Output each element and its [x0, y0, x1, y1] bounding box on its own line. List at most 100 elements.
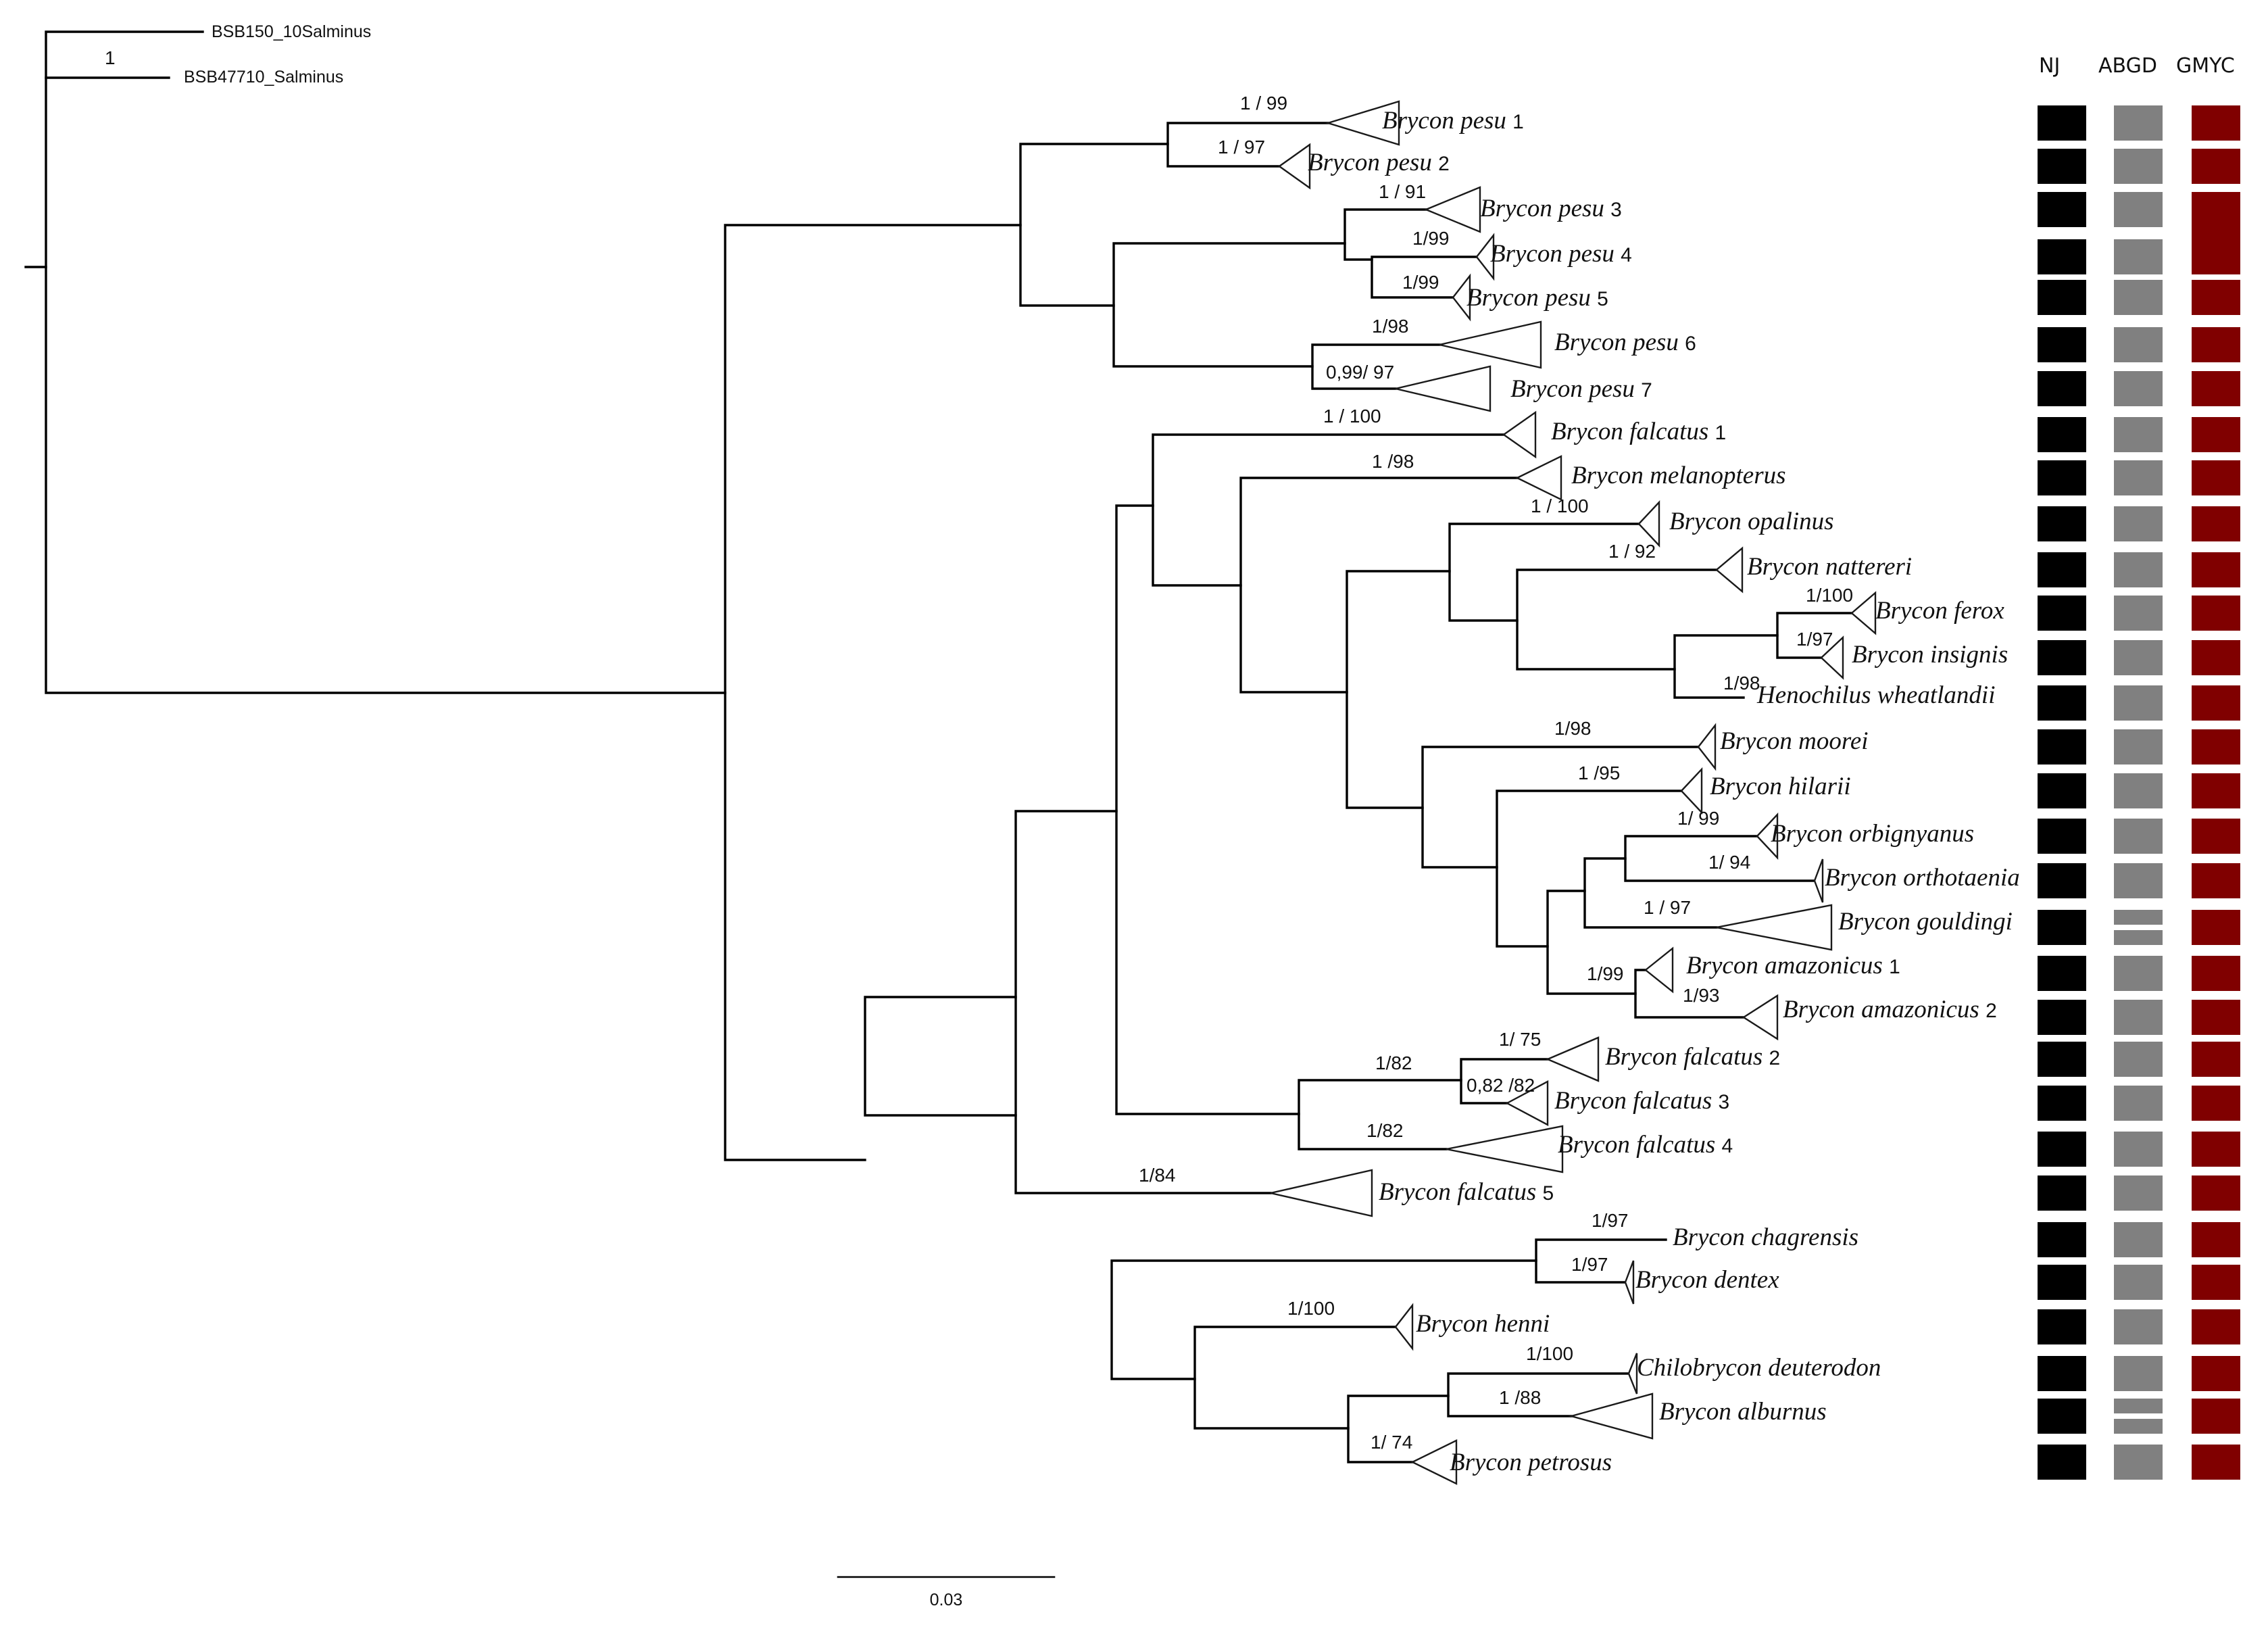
support-value: 1/100: [1806, 585, 1853, 606]
collapsed-clade-triangle: [1637, 500, 1660, 548]
nj-species-box: [2038, 1000, 2086, 1035]
tree-branches: [24, 30, 1853, 1463]
nattereri-group-branches: [1516, 568, 1718, 671]
abgd-species-box: [2114, 910, 2163, 925]
abgd-species-box: [2114, 417, 2163, 452]
abgd-species-box: [2114, 327, 2163, 362]
collapsed-clade-triangle: [1270, 1169, 1373, 1217]
gmyc-species-box: [2192, 506, 2240, 541]
ferox-insignis-branches: [1776, 612, 1853, 659]
nj-species-box: [2038, 280, 2086, 315]
nj-species-box: [2038, 640, 2086, 675]
taxon-label: Brycon falcatus 3: [1554, 1087, 1729, 1115]
nj-species-box: [2038, 1445, 2086, 1480]
taxon-label: Chilobrycon deuterodon: [1637, 1354, 1881, 1382]
taxon-label: Brycon nattereri: [1747, 553, 1912, 581]
opalinus-moorei-split-branches: [1346, 570, 1451, 809]
collapsed-clade-triangle: [1423, 186, 1481, 233]
support-value: 1/93: [1683, 985, 1720, 1006]
amazonicus-1-2-branches: [1634, 969, 1745, 1019]
gmyc-species-box: [2192, 596, 2240, 631]
gmyc-species-box: [2192, 371, 2240, 406]
main-group-branches: [864, 996, 1017, 1117]
abgd-species-box: [2114, 1086, 2163, 1121]
orbignyanus-orthotaenia-branches: [1624, 835, 1816, 882]
gmyc-species-box: [2192, 1399, 2240, 1434]
collapsed-clade-triangle: [1624, 1260, 1635, 1305]
collapsed-clade-triangle: [1452, 273, 1471, 322]
taxon-label: Brycon pesu 7: [1510, 375, 1652, 403]
abgd-species-box: [2114, 371, 2163, 406]
taxon-labels: Brycon pesu 1 Brycon pesu 2 Brycon pesu …: [1308, 107, 2020, 1476]
support-value: 0,99/ 97: [1326, 362, 1394, 383]
gmyc-species-box: [2192, 956, 2240, 991]
collapsed-clade-triangle: [1742, 994, 1779, 1041]
taxon-label: Brycon chagrensis: [1673, 1223, 1858, 1251]
collapsed-clade-triangle: [1277, 143, 1311, 190]
collapsed-clade-triangle: [1394, 1303, 1414, 1351]
main-subgroup-branches: [1014, 810, 1272, 1194]
support-value: 1/98: [1723, 673, 1760, 694]
nj-species-box: [2038, 327, 2086, 362]
taxon-label: Brycon orbignyanus: [1771, 820, 1974, 848]
scale-bar-label: 0.03: [930, 1591, 963, 1609]
support-value: 1 / 97: [1644, 897, 1691, 918]
nj-species-box: [2038, 1086, 2086, 1121]
abgd-species-box: [2114, 773, 2163, 808]
support-value: 1/98: [1372, 316, 1409, 337]
abgd-species-box: [2114, 596, 2163, 631]
nj-species-box: [2038, 552, 2086, 587]
abgd-species-box: [2114, 1222, 2163, 1257]
pesu-clade-branches: [1019, 143, 1169, 307]
support-value: 1/ 75: [1499, 1029, 1541, 1050]
gmyc-species-box: [2192, 863, 2240, 898]
support-value: 1/82: [1375, 1052, 1412, 1073]
taxon-label: Brycon gouldingi: [1838, 908, 2013, 936]
collapsed-clade-triangle: [1644, 946, 1674, 994]
nj-species-box: [2038, 596, 2086, 631]
gmyc-species-box: [2192, 1445, 2240, 1480]
collapsed-clade-triangle: [1697, 723, 1717, 771]
gmyc-species-box: [2192, 819, 2240, 854]
gmyc-species-box: [2192, 1309, 2240, 1344]
ingroup-backbone-branch: [724, 224, 1022, 1161]
henni-group-branches: [1193, 1326, 1397, 1430]
support-value: 1 /98: [1372, 451, 1414, 472]
abgd-species-box: [2114, 1132, 2163, 1167]
collapsed-clade-triangle: [1716, 904, 1833, 951]
collapsed-clade-triangle: [1715, 546, 1744, 593]
chagrensis-henni-split-branches: [1110, 1259, 1537, 1380]
method-header-nj: NJ: [2039, 54, 2060, 78]
nj-species-box: [2038, 910, 2086, 945]
root-split-branch: [45, 76, 726, 694]
abgd-species-box: [2114, 956, 2163, 991]
abgd-species-box: [2114, 1419, 2163, 1434]
collapsed-clade-triangle: [1680, 767, 1703, 815]
taxon-label: Brycon pesu 4: [1490, 240, 1632, 268]
taxon-label: Brycon henni: [1416, 1310, 1550, 1338]
gmyc-species-box: [2192, 1132, 2240, 1167]
nj-species-box: [2038, 506, 2086, 541]
support-value: 1/ 99: [1677, 808, 1719, 829]
taxon-label: Brycon pesu 6: [1554, 329, 1696, 356]
pesu-6-7-branches: [1311, 343, 1441, 390]
pesu-1-2-branches: [1166, 122, 1329, 168]
abgd-species-box: [2114, 192, 2163, 227]
support-value: 1/98: [1554, 718, 1592, 739]
gmyc-species-box: [2192, 417, 2240, 452]
support-value: 1/84: [1139, 1165, 1176, 1186]
support-value: 1/100: [1287, 1298, 1335, 1319]
collapsed-clade-triangle: [1446, 1125, 1564, 1173]
support-value: 1 / 97: [1218, 137, 1265, 157]
falcatus1-split-branches: [1152, 433, 1505, 587]
collapsed-clade-triangle: [1813, 858, 1824, 903]
collapsed-clades: [1270, 100, 1877, 1485]
abgd-species-box: [2114, 819, 2163, 854]
abgd-species-box: [2114, 149, 2163, 184]
taxon-label: Brycon amazonicus 2: [1783, 996, 1997, 1023]
taxon-label: Brycon melanopterus: [1571, 462, 1786, 489]
abgd-species-box: [2114, 1175, 2163, 1211]
amazonicus-group-branches: [1546, 890, 1637, 995]
taxon-label: Brycon falcatus 2: [1605, 1043, 1780, 1071]
support-value: 1 /88: [1499, 1387, 1541, 1408]
